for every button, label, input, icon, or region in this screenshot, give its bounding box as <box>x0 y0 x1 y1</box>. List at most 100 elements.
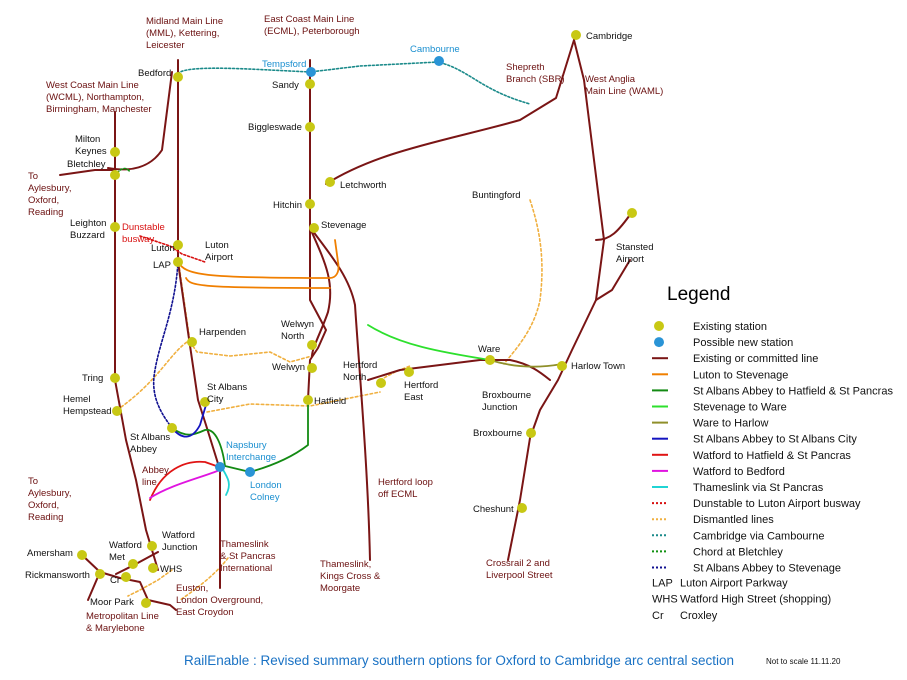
station-bedford[interactable] <box>173 72 183 82</box>
station-napsbury[interactable] <box>215 462 225 472</box>
label-bedford: Bedford <box>138 68 171 79</box>
station-watford-met[interactable] <box>128 559 138 569</box>
legend-label: Possible new station <box>693 337 793 349</box>
label-whs: WHS <box>160 564 182 575</box>
station-moor-park[interactable] <box>141 598 151 608</box>
stalbans-stevenage-line <box>152 261 179 429</box>
label-watford-junction-2: Junction <box>162 542 197 553</box>
label-ware: Ware <box>478 344 500 355</box>
legend-label: Cambridge via Cambourne <box>693 530 824 542</box>
legend-label: Watford to Hatfield & St Pancras <box>693 450 851 462</box>
label-london-colney-1: London <box>250 480 282 491</box>
station-cambourne[interactable] <box>434 56 444 66</box>
legend-item-luton-stevenage: Luton to Stevenage <box>652 369 788 381</box>
station-labels: Cambridge Bedford Sandy Biggleswade Milt… <box>25 31 654 608</box>
station-welwyn-north[interactable] <box>307 340 317 350</box>
label-harpenden: Harpenden <box>199 327 246 338</box>
station-tempsford[interactable] <box>306 67 316 77</box>
station-bletchley[interactable] <box>110 170 120 180</box>
label-leighton-2: Buzzard <box>70 230 105 241</box>
station-lap[interactable] <box>173 257 183 267</box>
station-watford-junction[interactable] <box>147 541 157 551</box>
station-cheshunt[interactable] <box>517 503 527 513</box>
legend-item-stalbans-stevenage: St Albans Abbey to Stevenage <box>652 563 841 575</box>
label-welwyn: Welwyn <box>272 362 305 373</box>
station-sandy[interactable] <box>305 79 315 89</box>
label-luton-airport-2: Airport <box>205 252 233 263</box>
legend-item-stalbans-hatfield: St Albans Abbey to Hatfield & St Pancras <box>652 385 893 397</box>
station-leighton-buzzard[interactable] <box>110 222 120 232</box>
label-luton-airport-1: Luton <box>205 240 229 251</box>
label-stansted-2: Airport <box>616 254 644 265</box>
route-labels: Midland Main Line (MML), Kettering, Leic… <box>28 14 663 634</box>
station-hemel[interactable] <box>112 406 122 416</box>
station-hertford-north[interactable] <box>376 378 386 388</box>
legend-label: Luton to Stevenage <box>693 369 788 381</box>
legend-item-dismantled: Dismantled lines <box>652 514 774 526</box>
route-label-wcml: West Coast Main Line (WCML), Northampton… <box>46 80 152 115</box>
legend-abbrev-code: Cr <box>652 610 664 622</box>
cambourne-line <box>177 61 531 105</box>
label-st-albans-abbey-2: Abbey <box>130 444 157 455</box>
legend-item-new-station: Possible new station <box>654 337 793 349</box>
label-lap: LAP <box>153 260 171 271</box>
route-label-shepreth: Shepreth Branch (SBR) <box>506 62 565 85</box>
station-st-albans-abbey[interactable] <box>167 423 177 433</box>
legend-label: Existing station <box>693 321 767 333</box>
label-st-albans-city-2: City <box>207 394 224 405</box>
route-label-crossrail2: Crossrail 2 and Liverpool Street <box>486 558 553 581</box>
station-hitchin[interactable] <box>305 199 315 209</box>
station-harpenden[interactable] <box>187 337 197 347</box>
station-broxbourne[interactable] <box>526 428 536 438</box>
station-milton-keynes[interactable] <box>110 147 120 157</box>
label-rickmansworth: Rickmansworth <box>25 570 90 581</box>
station-tring[interactable] <box>110 373 120 383</box>
legend-abbrev-code: WHS <box>652 594 678 606</box>
station-letchworth[interactable] <box>325 177 335 187</box>
legend-item-stalbans-city: St Albans Abbey to St Albans City <box>652 434 857 446</box>
label-biggleswade: Biggleswade <box>248 122 302 133</box>
legend-item-watford-bedford: Watford to Bedford <box>652 466 785 478</box>
station-welwyn[interactable] <box>307 363 317 373</box>
station-whs[interactable] <box>148 563 158 573</box>
route-label-thameslink-kx: Thameslink, Kings Cross & Moorgate <box>320 559 383 594</box>
station-rickmansworth[interactable] <box>95 569 105 579</box>
label-hemel-1: Hemel <box>63 394 90 405</box>
label-hertford-north-2: North <box>343 372 366 383</box>
label-st-albans-abbey-1: St Albans <box>130 432 170 443</box>
legend-abbrev-meaning: Luton Airport Parkway <box>680 578 788 590</box>
station-ware[interactable] <box>485 355 495 365</box>
station-hertford-east[interactable] <box>404 367 414 377</box>
station-amersham[interactable] <box>77 550 87 560</box>
station-luton[interactable] <box>173 240 183 250</box>
legend-item-watford-hatfield: Watford to Hatfield & St Pancras <box>652 450 851 462</box>
station-london-colney[interactable] <box>245 467 255 477</box>
label-hemel-2: Hempstead <box>63 406 112 417</box>
legend-item-ware-harlow: Ware to Harlow <box>652 418 768 430</box>
station-cambridge[interactable] <box>571 30 581 40</box>
legend-abbrev-code: LAP <box>652 578 673 590</box>
station-hatfield[interactable] <box>303 395 313 405</box>
label-stevenage: Stevenage <box>321 220 366 231</box>
legend-swatch <box>654 337 664 348</box>
legend-abbrev-meaning: Croxley <box>680 610 718 622</box>
label-letchworth: Letchworth <box>340 180 386 191</box>
station-st-albans-city[interactable] <box>200 397 210 407</box>
legend-abbrev-cr: Cr Croxley <box>652 610 718 622</box>
station-cr[interactable] <box>121 572 131 582</box>
station-stansted[interactable] <box>627 208 637 218</box>
route-label-ecml: East Coast Main Line (ECML), Peterboroug… <box>264 14 360 37</box>
label-hatfield: Hatfield <box>314 396 346 407</box>
legend-item-stevenage-ware: Stevenage to Ware <box>652 402 787 414</box>
station-harlow-town[interactable] <box>557 361 567 371</box>
label-watford-met-2: Met <box>109 552 125 563</box>
station-stevenage[interactable] <box>309 223 319 233</box>
line-network <box>59 39 633 611</box>
label-watford-junction-1: Watford <box>162 530 195 541</box>
station-biggleswade[interactable] <box>305 122 315 132</box>
legend-label: St Albans Abbey to Stevenage <box>693 563 841 575</box>
